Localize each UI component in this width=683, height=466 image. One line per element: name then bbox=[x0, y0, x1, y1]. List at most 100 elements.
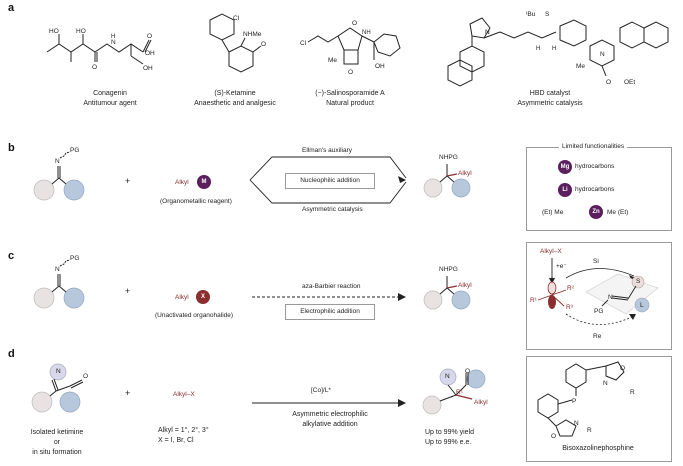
product-r1-d: R¹ bbox=[456, 389, 463, 396]
plus-sign-c: + bbox=[125, 286, 131, 296]
reagent-note: Alkyl = 1°, 2°, 3° bbox=[158, 427, 209, 434]
metal-ball-li: Li bbox=[558, 183, 572, 197]
mechanism-diagram bbox=[537, 258, 659, 325]
result-line: Up to 99% e.e. bbox=[425, 439, 472, 446]
svg-text:OH: OH bbox=[375, 63, 385, 70]
route-bottom-line: alkylative addition bbox=[302, 421, 358, 428]
compound-role: Antitumour agent bbox=[83, 100, 137, 107]
ketimine-caption-line: Isolated ketimine bbox=[30, 429, 84, 436]
product-alkyl-d: Alkyl bbox=[474, 399, 488, 406]
svg-text:N: N bbox=[485, 29, 490, 36]
svg-text:O: O bbox=[348, 69, 353, 76]
route-bottom-d: Asymmetric electrophilic alkylative addi… bbox=[285, 410, 375, 430]
mech-alkyl-x: Alkyl–X bbox=[540, 248, 562, 255]
conagenin-structure: HO HO O N H O OH OH bbox=[46, 28, 155, 72]
product-nhpg-c: NHPG bbox=[439, 266, 458, 273]
compound-role: Anaesthetic and analgesic bbox=[194, 100, 276, 107]
limited-row-zn-left: (Et) Me bbox=[542, 209, 564, 216]
alkyl-label-b: Alkyl bbox=[175, 179, 189, 186]
svg-text:OH: OH bbox=[145, 50, 155, 57]
route-top-label-c: aza-Barbier reaction bbox=[302, 283, 361, 290]
compound-name: Conagenin bbox=[93, 90, 127, 97]
imine-pg-label-b: PG bbox=[70, 147, 80, 154]
panel-letter-a: a bbox=[8, 2, 15, 14]
route-top-label-b: Ellman's auxiliary bbox=[302, 147, 353, 154]
product-alkyl-b: Alkyl bbox=[458, 170, 472, 177]
ligand-r-top: R bbox=[630, 389, 635, 396]
mechanism-box bbox=[526, 242, 672, 350]
svg-text:O: O bbox=[352, 20, 357, 27]
ketimine-n-label: N bbox=[56, 368, 61, 375]
reaction-arrow-d bbox=[252, 399, 406, 407]
salinosporamide-structure: Cl O NH Me O OH bbox=[300, 20, 401, 76]
ligand-box bbox=[526, 356, 672, 462]
limited-row-li-text: hydrocarbons bbox=[575, 186, 615, 193]
reaction-arrow-c bbox=[252, 293, 406, 301]
compound-caption-salinosporamide: (−)-Salinosporamide A Natural product bbox=[305, 89, 395, 109]
compound-name: HBD catalyst bbox=[529, 90, 571, 97]
reagent-note: X = I, Br, Cl bbox=[158, 437, 194, 444]
ketimine-caption-line: or bbox=[53, 439, 61, 446]
plus-sign-b: + bbox=[125, 176, 131, 186]
panel-letter-c: c bbox=[8, 250, 15, 262]
svg-text:HO: HO bbox=[76, 28, 86, 35]
ligand-r-bottom: R bbox=[587, 427, 592, 434]
compound-caption-ketamine: (S)-Ketamine Anaesthetic and analgesic bbox=[190, 89, 280, 109]
mech-pg: PG bbox=[594, 308, 604, 315]
route-bottom-line: Asymmetric electrophilic bbox=[292, 411, 368, 418]
limited-row-mg-text: hydrocarbons bbox=[575, 163, 615, 170]
svg-text:H: H bbox=[111, 34, 115, 40]
svg-text:Me: Me bbox=[576, 63, 585, 70]
svg-text:OH: OH bbox=[143, 65, 153, 72]
compound-role: Asymmetric catalysis bbox=[517, 100, 583, 107]
results-d: Up to 99% yield Up to 99% e.e. bbox=[425, 428, 505, 448]
catalyst-label-d: [Co]/L* bbox=[311, 387, 331, 394]
imine-substrate-b bbox=[33, 151, 85, 201]
mech-n: N bbox=[608, 294, 613, 301]
ligand-o-top: O bbox=[620, 365, 626, 372]
reaction-arrows-b bbox=[249, 156, 407, 204]
svg-text:O: O bbox=[261, 41, 266, 48]
panel-letter-d: d bbox=[8, 348, 15, 360]
compound-caption-conagenin: Conagenin Antitumour agent bbox=[70, 89, 150, 109]
mech-re-label: Re bbox=[593, 333, 602, 340]
plus-sign-d: + bbox=[125, 388, 131, 398]
metal-ball-zn: Zn bbox=[589, 205, 603, 219]
product-c bbox=[423, 276, 471, 310]
svg-text:O: O bbox=[147, 33, 152, 40]
svg-text:H: H bbox=[552, 46, 556, 52]
imine-pg-label-c: PG bbox=[70, 255, 80, 262]
svg-text:S: S bbox=[545, 11, 550, 18]
compound-name: (S)-Ketamine bbox=[214, 90, 256, 97]
ketimine-o-label: O bbox=[83, 373, 89, 380]
hbd-catalyst-structure: N ᵗBu S H H N Me O OEt bbox=[447, 11, 669, 87]
svg-text:N: N bbox=[600, 51, 605, 58]
product-nhpg-b: NHPG bbox=[439, 154, 458, 161]
mech-r1: R¹ bbox=[530, 297, 537, 304]
organohalide-caption: (Unactivated organohalide) bbox=[155, 312, 234, 319]
mech-l-group: L bbox=[640, 302, 644, 309]
nucleophilic-addition-box: Nucleophilic addition bbox=[285, 173, 375, 189]
imine-substrate-c bbox=[33, 259, 85, 309]
result-line: Up to 99% yield bbox=[425, 429, 475, 436]
reagent-notes-d: Alkyl = 1°, 2°, 3° X = I, Br, Cl bbox=[158, 426, 228, 446]
ketimine-caption: Isolated ketimine or in situ formation bbox=[22, 428, 92, 458]
product-alkyl-c: Alkyl bbox=[458, 282, 472, 289]
mech-r3: R³ bbox=[566, 304, 573, 311]
product-o-d: O bbox=[465, 368, 471, 375]
metal-ball-mg: Mg bbox=[558, 160, 572, 174]
mech-s-group: S bbox=[636, 278, 641, 285]
ligand-structure bbox=[537, 361, 625, 437]
svg-text:OEt: OEt bbox=[624, 79, 635, 86]
limited-row-zn-right: Me (Et) bbox=[607, 209, 629, 216]
svg-text:NH: NH bbox=[362, 30, 371, 36]
metal-ball-m: M bbox=[197, 175, 211, 189]
compound-name: (−)-Salinosporamide A bbox=[315, 90, 385, 97]
ketimine-caption-line: in situ formation bbox=[32, 449, 82, 456]
compound-role: Natural product bbox=[326, 100, 374, 107]
svg-text:N: N bbox=[111, 39, 116, 46]
alkyl-label-c: Alkyl bbox=[175, 294, 189, 301]
ketamine-structure: Cl NHMe O bbox=[209, 13, 266, 73]
product-d bbox=[422, 368, 486, 415]
svg-text:Cl: Cl bbox=[300, 40, 307, 47]
